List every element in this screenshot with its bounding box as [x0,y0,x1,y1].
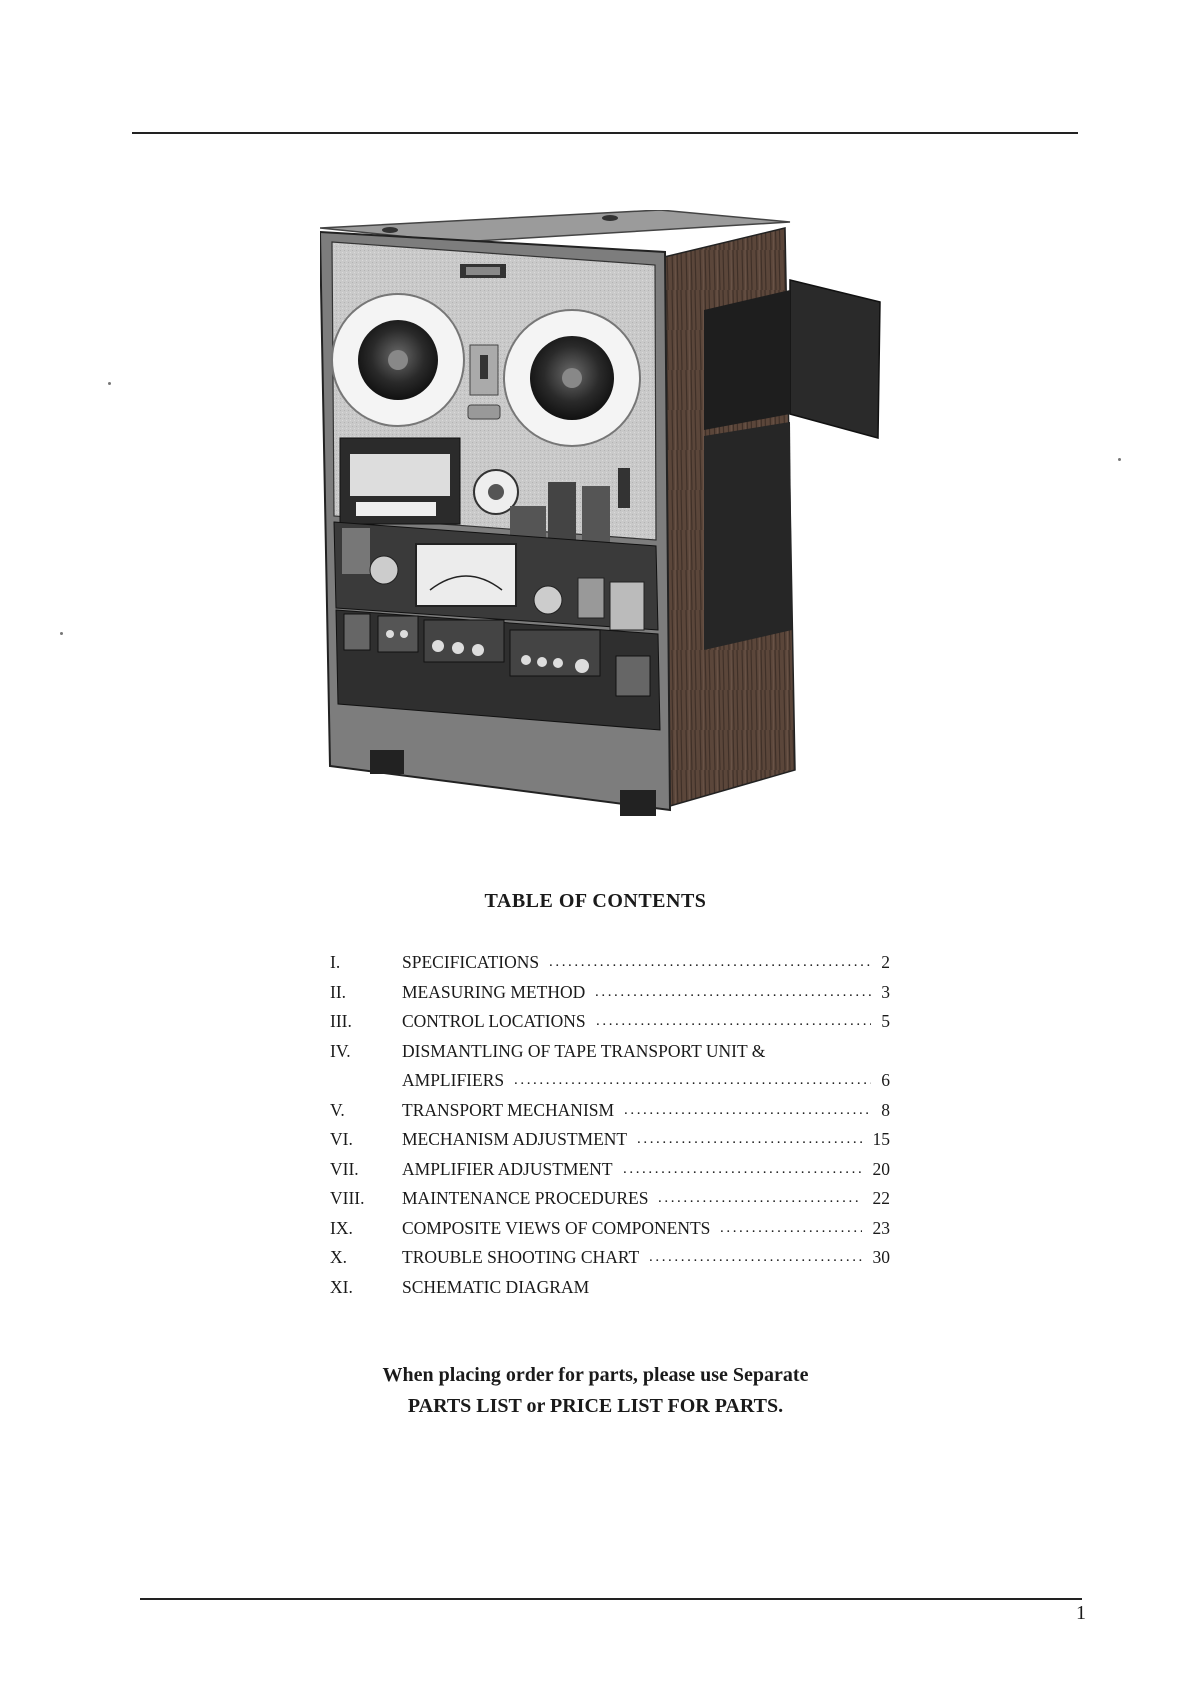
toc-entry: III. CONTROL LOCATIONS...................… [330,1007,890,1037]
toc-entry-title: MAINTENANCE PROCEDURES [402,1188,649,1208]
toc-entry-page: 15 [872,1129,891,1149]
toc-entry-title: AMPLIFIERS [402,1070,505,1090]
toc-entry-number: V. [330,1099,345,1120]
tape-deck-photo [318,209,900,830]
toc-entry-number: I. [330,952,341,972]
toc-entry-title: CONTROL LOCATIONS [402,1011,586,1031]
toc-entry-number: III. [330,1011,352,1031]
toc-entry: II. MEASURING METHOD.....................… [330,978,890,1008]
toc-entry-number: II. [330,981,347,1002]
toc-entry-title: AMPLIFIER ADJUSTMENT [402,1158,613,1179]
toc-dot-leader: ........................................… [720,1219,862,1236]
toc-dot-leader: ........................................… [637,1131,862,1147]
toc-entry-page: 20 [872,1158,891,1179]
toc-entry-page: 3 [881,981,890,1002]
top-rule [132,132,1078,134]
toc-entry-title: MEASURING METHOD [402,981,586,1002]
toc-entry-title: TROUBLE SHOOTING CHART [402,1247,640,1267]
toc-entry-title: TRANSPORT MECHANISM [402,1099,615,1120]
toc-entry: X. TROUBLE SHOOTING CHART................… [330,1243,890,1273]
toc-entry: IX. COMPOSITE VIEWS OF COMPONENTS........… [330,1214,890,1244]
toc-dot-leader: ........................................… [658,1190,862,1206]
toc-entry-page: 5 [881,1011,890,1031]
toc-entry-title: SCHEMATIC DIAGRAM [402,1276,590,1297]
toc-dot-leader: ........................................… [624,1101,871,1118]
toc-entry-number: X. [330,1247,348,1267]
note-line-1: When placing order for parts, please use… [382,1364,809,1386]
toc-entry-number: IV. [330,1040,351,1061]
parts-order-note: When placing order for parts, please use… [0,1360,1191,1422]
toc-entry: IV. DISMANTLING OF TAPE TRANSPORT UNIT & [330,1037,890,1067]
toc-entry: V. TRANSPORT MECHANISM...................… [330,1096,890,1126]
toc-dot-leader: ........................................… [649,1249,862,1265]
toc-entry: VI. MECHANISM ADJUSTMENT.................… [330,1125,890,1155]
toc-entry: I. SPECIFICATIONS........................… [330,948,890,978]
toc-entry-number: XI. [330,1276,353,1297]
toc-entry-page: 6 [881,1070,890,1090]
scan-speck [108,382,111,385]
toc-entry-number: IX. [330,1217,353,1238]
note-line-2: PARTS LIST or PRICE LIST FOR PARTS. [407,1395,784,1417]
toc-dot-leader: ........................................… [549,954,871,970]
toc-dot-leader: ........................................… [514,1072,871,1088]
page-number: 1 [1076,1602,1086,1624]
toc-entry-title: MECHANISM ADJUSTMENT [402,1129,628,1149]
toc-entry-page: 8 [881,1099,890,1120]
toc-entry-title: SPECIFICATIONS [402,952,540,972]
scan-speck [1118,458,1121,461]
toc-entry-title: DISMANTLING OF TAPE TRANSPORT UNIT & [402,1040,766,1061]
toc-entry-page: 2 [881,952,890,972]
toc-heading: TABLE OF CONTENTS [484,890,707,912]
toc-entry-number: VI. [330,1129,353,1149]
toc-entry-number: VII. [330,1158,359,1179]
table-of-contents: I. SPECIFICATIONS........................… [330,948,890,1302]
toc-entry-title: COMPOSITE VIEWS OF COMPONENTS [402,1217,711,1238]
toc-entry: AMPLIFIERS..............................… [330,1066,890,1096]
toc-entry: XI. SCHEMATIC DIAGRAM [330,1273,890,1303]
toc-dot-leader: ........................................… [595,983,871,1000]
toc-entry-number: VIII. [330,1188,365,1208]
toc-dot-leader: ........................................… [596,1013,871,1029]
scan-speck [60,632,63,635]
toc-entry: VII. AMPLIFIER ADJUSTMENT................… [330,1155,890,1185]
toc-entry-page: 22 [872,1188,891,1208]
toc-dot-leader: ........................................… [623,1160,862,1177]
toc-entry-page: 23 [872,1217,891,1238]
bottom-rule [140,1598,1082,1600]
toc-entry: VIII. MAINTENANCE PROCEDURES.............… [330,1184,890,1214]
toc-entry-page: 30 [872,1247,891,1267]
